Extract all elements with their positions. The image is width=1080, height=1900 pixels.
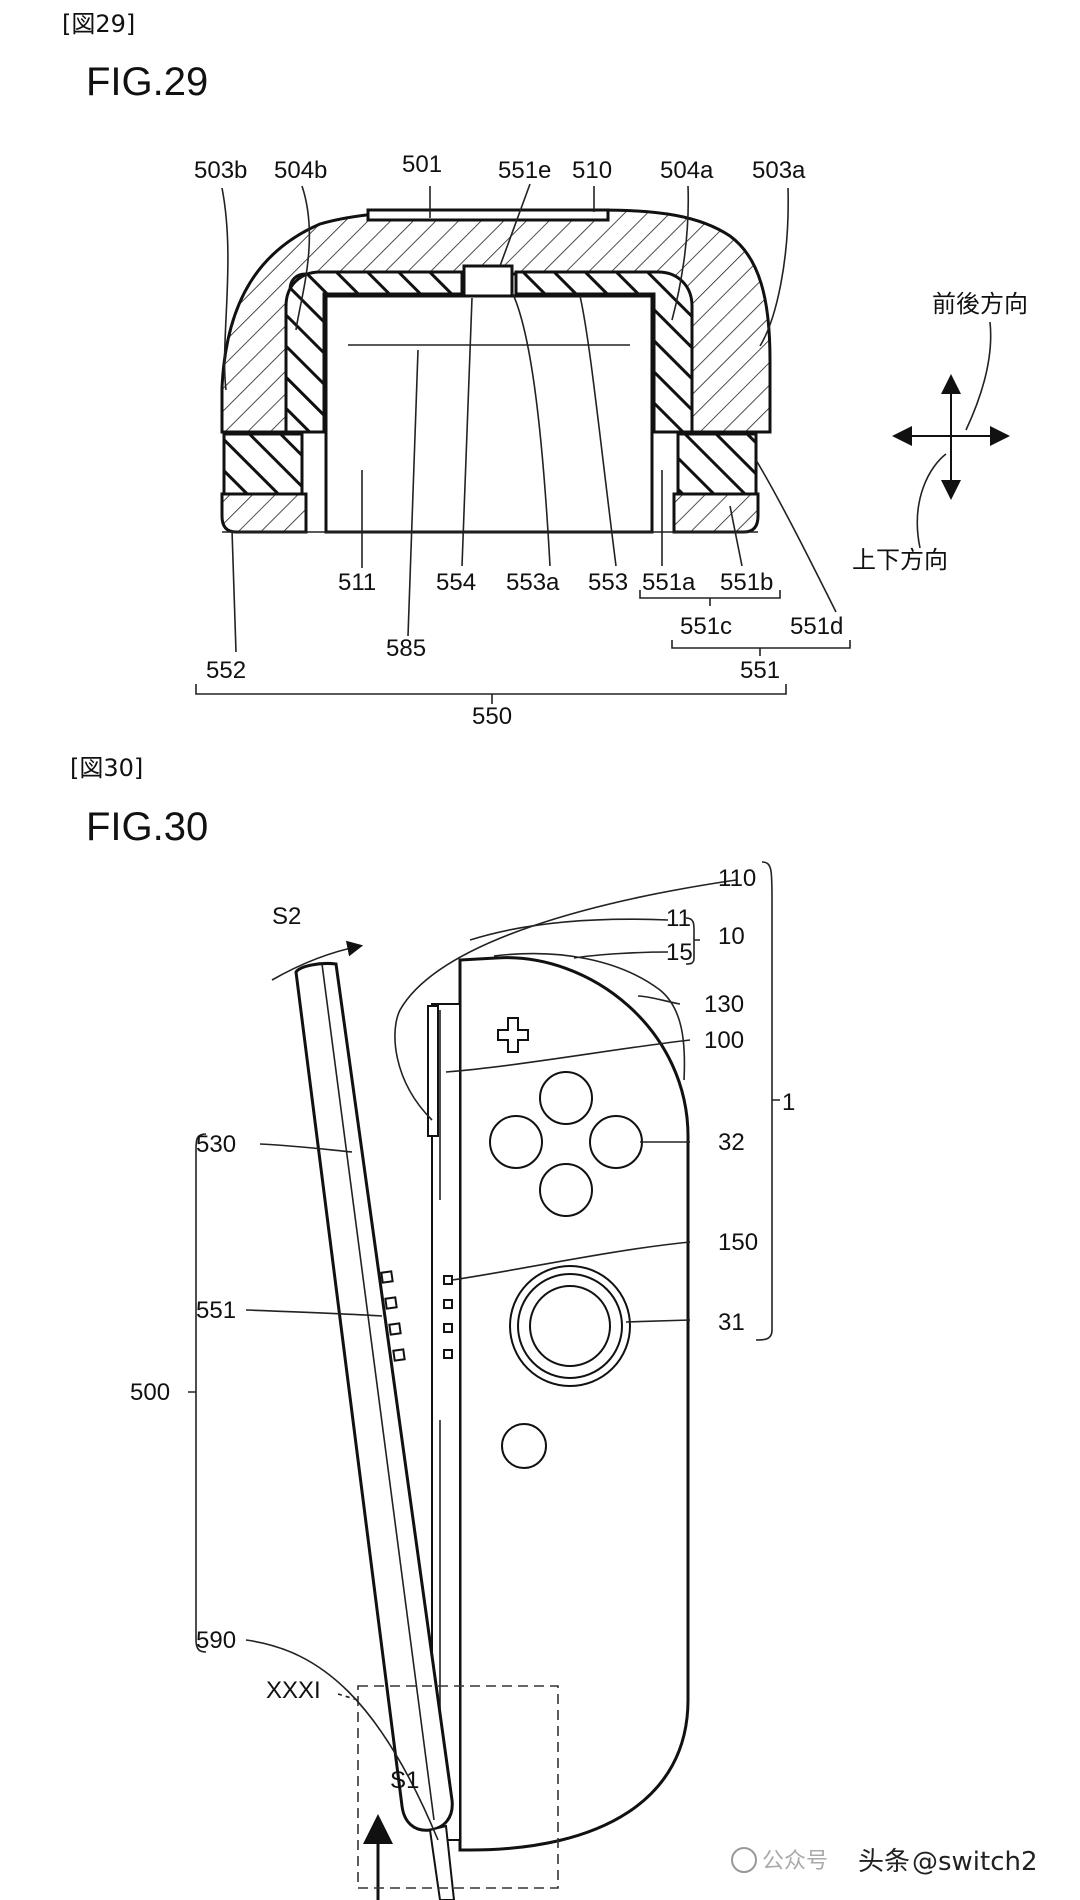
label-150: 150 (718, 1229, 758, 1256)
watermark-toutiao: 头条 (858, 1847, 910, 1877)
watermark: 公众号 头条 @switch2 (731, 1847, 1038, 1877)
fig30-braces (188, 861, 780, 1653)
joycon-controller (427, 952, 690, 1852)
label-552: 552 (206, 657, 246, 684)
label-s1: S1 (390, 1767, 419, 1794)
button-top (539, 1071, 593, 1125)
foot-right (676, 432, 758, 496)
inner-cap-right (514, 270, 694, 434)
fig29-title: FIG.29 (86, 60, 208, 104)
label-up-down-direction: 上下方向 (852, 546, 948, 574)
label-11: 11 (666, 905, 691, 932)
label-550: 550 (472, 703, 512, 730)
analog-stick-cap (529, 1285, 611, 1367)
label-501: 501 (402, 151, 442, 178)
rail-slider (431, 1003, 461, 1841)
label-551e: 551e (498, 157, 551, 184)
watermark-handle: @switch2 (912, 1847, 1038, 1877)
label-551c: 551c (680, 613, 732, 640)
fig29-leaders (221, 183, 837, 653)
label-503a: 503a (752, 157, 806, 184)
label-110: 110 (718, 865, 756, 892)
small-button (501, 1423, 547, 1469)
top-cover (366, 208, 610, 222)
label-585: 585 (386, 635, 426, 662)
label-500: 500 (130, 1379, 170, 1406)
inner-void (324, 294, 654, 534)
led-3 (443, 1323, 453, 1333)
label-31: 31 (718, 1309, 745, 1336)
led-4 (443, 1349, 453, 1359)
bottom-strip-right (672, 492, 760, 534)
label-551-strap: 551 (196, 1297, 236, 1324)
label-530: 530 (196, 1131, 236, 1158)
button-left (489, 1115, 543, 1169)
fig30-title: FIG.30 (86, 805, 208, 849)
label-511: 511 (338, 569, 376, 596)
strap-accessory (271, 940, 559, 1900)
label-590: 590 (196, 1627, 236, 1654)
fig29-cross-section (220, 208, 772, 534)
label-504a: 504a (660, 157, 714, 184)
direction-indicator (892, 321, 1010, 549)
detail-region-xxxi (357, 1685, 559, 1889)
label-15: 15 (666, 939, 693, 966)
central-rib (462, 264, 514, 298)
led-1 (443, 1275, 453, 1285)
fig29-section-tag: [図29] (62, 10, 135, 38)
fig29-braces (195, 590, 851, 704)
label-554: 554 (436, 569, 476, 596)
label-504b: 504b (274, 157, 327, 184)
bottom-strip-left (220, 492, 308, 534)
strap-body (294, 962, 454, 1832)
fig29-section: [図29] FIG.29 (62, 10, 1028, 730)
label-553: 553 (588, 569, 628, 596)
button-bottom (539, 1163, 593, 1217)
strap-connector-4 (392, 1348, 406, 1362)
wechat-icon (731, 1847, 757, 1873)
label-551a: 551a (642, 569, 696, 596)
watermark-wechat: 公众号 (762, 1849, 828, 1874)
controller-outline (458, 956, 690, 1852)
label-front-back-direction: 前後方向 (932, 290, 1028, 318)
label-551: 551 (740, 657, 780, 684)
fig30-leaders (245, 879, 737, 1841)
label-100: 100 (704, 1027, 744, 1054)
button-right (589, 1115, 643, 1169)
fig30-section-tag: [図30] (70, 754, 143, 782)
strap-connector-2 (384, 1296, 398, 1310)
label-551b: 551b (720, 569, 773, 596)
label-553a: 553a (506, 569, 560, 596)
led-2 (443, 1299, 453, 1309)
label-130: 130 (704, 991, 744, 1018)
label-s2: S2 (272, 903, 301, 930)
label-510: 510 (572, 157, 612, 184)
strap-connector-1 (380, 1270, 394, 1284)
label-551d: 551d (790, 613, 843, 640)
arrow-s2 (271, 940, 364, 981)
strap-cord (428, 1824, 456, 1900)
label-xxxi: XXXI (266, 1677, 321, 1704)
label-10: 10 (718, 923, 745, 950)
fig30-section: [図30] FIG.30 (70, 754, 795, 1900)
dpad-plus-icon (497, 1017, 529, 1053)
strap-connector-3 (388, 1322, 402, 1336)
rail-lock (427, 1005, 439, 1137)
label-503b: 503b (194, 157, 247, 184)
label-32: 32 (718, 1129, 745, 1156)
label-1: 1 (782, 1089, 795, 1116)
foot-left (222, 432, 304, 496)
